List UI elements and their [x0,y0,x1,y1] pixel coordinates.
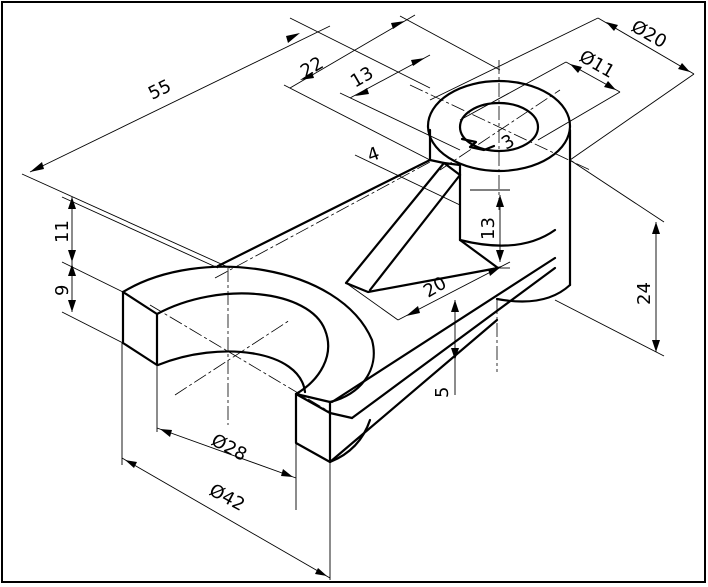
dim-22: 22 [297,53,327,83]
right-prong-top [294,392,332,404]
part-outline [121,79,572,464]
rib-join [428,158,446,165]
dim-13-rib: 13 [478,217,499,240]
right-prong [294,392,332,464]
base-top-edge [330,256,557,404]
fork-outer-arc [121,265,375,404]
base-bottom-edge [328,318,499,464]
base-front-edge [328,411,354,420]
center-lines [149,60,591,425]
dimension-lines [21,14,695,580]
dim-24: 24 [634,282,655,305]
dim-55: 55 [145,76,175,105]
dim-13-top: 13 [347,63,377,93]
arrowheads [30,21,690,576]
dim-5: 5 [432,387,453,398]
keyway-notch [460,137,496,152]
rib-outline [344,161,500,294]
rib-slope-edge [368,173,462,292]
dim-phi11: Ø11 [576,46,619,83]
arm-top-edge [216,158,432,268]
boss-bottom-arc [495,283,572,303]
dim-4: 4 [365,143,383,167]
left-prong [121,290,159,367]
rib-top-edge [442,161,462,177]
dim-11: 11 [52,220,73,243]
base-mid-edge [350,266,557,420]
fork-bottom-boss [328,418,372,464]
dim-phi28: Ø28 [208,430,251,466]
fork-inner-arc [155,292,330,396]
boss-inner-curve [458,228,557,247]
fork-inner-lower-arc [156,350,307,394]
dim-9: 9 [52,285,73,296]
